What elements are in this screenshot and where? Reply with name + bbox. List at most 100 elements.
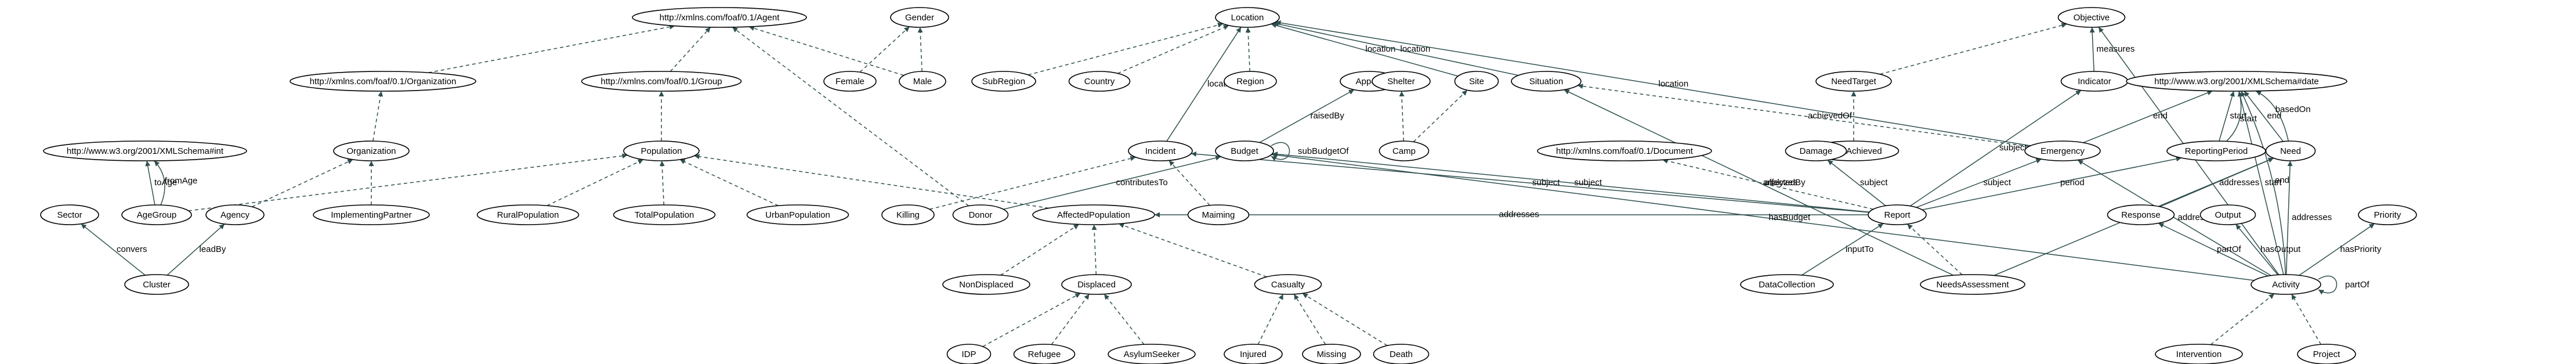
edge-needtarget-to-objective — [1880, 23, 2067, 75]
node-label: Killing — [896, 210, 920, 220]
edge-male-to-gender — [917, 27, 923, 72]
edge-line — [1117, 25, 1229, 74]
node-label: Maiming — [1202, 210, 1235, 220]
edge-line — [1564, 89, 1954, 276]
edge-line — [2159, 157, 2274, 207]
node-label: ReportingPeriod — [2185, 146, 2248, 156]
edge-line — [694, 154, 1049, 209]
edge-needsassessment-to-report — [1906, 224, 1963, 275]
edge-injured-to-casualty — [1257, 294, 1284, 345]
edge-line — [2244, 91, 2284, 142]
edge-casualty-to-affectedpopulation — [1118, 223, 1267, 277]
node-cluster: Cluster — [124, 274, 189, 295]
node-label: Organization — [346, 146, 396, 156]
edge-line — [929, 156, 1136, 210]
edge-label: location — [1401, 44, 1431, 54]
node-ruralpopulation: RuralPopulation — [476, 204, 580, 225]
edge-asylumseeker-to-displaced — [1104, 294, 1145, 345]
node-budget: Budget — [1215, 140, 1274, 161]
edge-label: basedOn — [2275, 104, 2311, 114]
edge-report-to-affectedpopulation: addresses — [1155, 210, 1868, 219]
node-ellipse — [1032, 204, 1155, 225]
edge-line — [2285, 160, 2293, 275]
node-label: Region — [1236, 77, 1264, 87]
node-label: Emergency — [2040, 146, 2085, 156]
node-gender: Gender — [890, 7, 949, 28]
node-subregion: SubRegion — [971, 71, 1036, 92]
node-ellipse — [1302, 344, 1361, 364]
node-needtarget: NeedTarget — [1815, 71, 1892, 92]
edge-label: raisedBy — [1311, 111, 1345, 121]
edge-line — [1104, 294, 1145, 345]
node-casualty: Casualty — [1254, 274, 1322, 295]
node-label: Casualty — [1271, 280, 1305, 290]
edge-label: partOf — [2217, 244, 2242, 254]
node-donor: Donor — [952, 204, 1009, 225]
node-label: Refugee — [1028, 349, 1061, 359]
node-ellipse — [899, 71, 946, 92]
edge-budget-to-budget: subBudgetOf — [1271, 142, 1349, 161]
edge-activity-to-need: addresses — [2285, 160, 2332, 275]
node-ellipse — [2358, 204, 2417, 225]
edge-report-to-damage: subject — [1827, 160, 1888, 206]
edge-intervention-to-activity — [2210, 293, 2275, 345]
node-refugee: Refugee — [1013, 344, 1076, 364]
edge-line — [2318, 275, 2338, 295]
edge-cluster-to-agency: leadBy — [167, 224, 226, 276]
node-ellipse — [942, 274, 1030, 295]
edge-line — [748, 26, 905, 76]
edge-label: analyzes — [1763, 178, 1797, 188]
node-ellipse — [946, 344, 992, 364]
edge-line — [859, 26, 910, 73]
node-affectedpopulation: AffectedPopulation — [1032, 204, 1155, 225]
node-label: Injured — [1240, 349, 1267, 359]
edge-line — [1910, 89, 2082, 207]
edge-line — [2219, 91, 2235, 142]
edge-label: addresses — [1499, 210, 1539, 219]
node-ellipse — [1108, 344, 1196, 364]
node-label: ImplementingPartner — [331, 210, 411, 220]
node-ellipse — [313, 204, 430, 225]
edge-line — [732, 27, 969, 207]
edge-line — [659, 160, 665, 206]
node-indicator: Indicator — [2060, 71, 2129, 92]
node-incident: Incident — [1128, 140, 1193, 161]
edge-emergency-to-location: location — [1275, 20, 2031, 146]
node-label: NeedsAssessment — [1936, 280, 2009, 290]
node-ellipse — [971, 71, 1036, 92]
node-label: http://xmlns.com/foaf/0.1/Document — [1556, 146, 1694, 156]
edge-line — [1801, 223, 1884, 276]
node-label: Situation — [1529, 77, 1563, 87]
node-label: RuralPopulation — [497, 210, 559, 220]
edge-label: subBudgetOf — [1298, 146, 1349, 156]
edge-label: subject — [1860, 178, 1888, 188]
edge-line — [1051, 294, 1090, 345]
node-output: Output — [2199, 204, 2256, 225]
node-location: Location — [1215, 7, 1280, 28]
node-label: Site — [1469, 77, 1484, 87]
edge-line — [2237, 91, 2284, 275]
edge-line — [2241, 91, 2286, 275]
node-population: Population — [623, 140, 700, 161]
edge-line — [1922, 156, 2182, 211]
node-label: AsylumSeeker — [1124, 349, 1180, 359]
node-needsassessment: NeedsAssessment — [1920, 274, 2025, 295]
edge-activity-to-xsd_date: end — [2241, 91, 2289, 275]
edge-indicator-to-objective: measures — [2089, 27, 2134, 72]
node-ellipse — [40, 204, 99, 225]
node-male: Male — [899, 71, 946, 92]
node-ellipse — [1537, 140, 1712, 161]
node-label: http://www.w3.org/2001/XMLSchema#int — [67, 146, 224, 156]
node-datacollection: DataCollection — [1740, 274, 1834, 295]
node-region: Region — [1224, 71, 1277, 92]
edge-label: achievedOf — [1808, 111, 1853, 121]
node-label: Shelter — [1387, 77, 1415, 87]
node-shelter: Shelter — [1372, 71, 1431, 92]
node-female: Female — [823, 71, 877, 92]
node-label: Priority — [2374, 210, 2401, 220]
edge-emergency-to-situation: achievedOf — [1578, 84, 2029, 147]
node-ellipse — [1815, 71, 1892, 92]
node-ellipse — [2024, 140, 2101, 161]
node-label: Response — [2121, 210, 2161, 220]
